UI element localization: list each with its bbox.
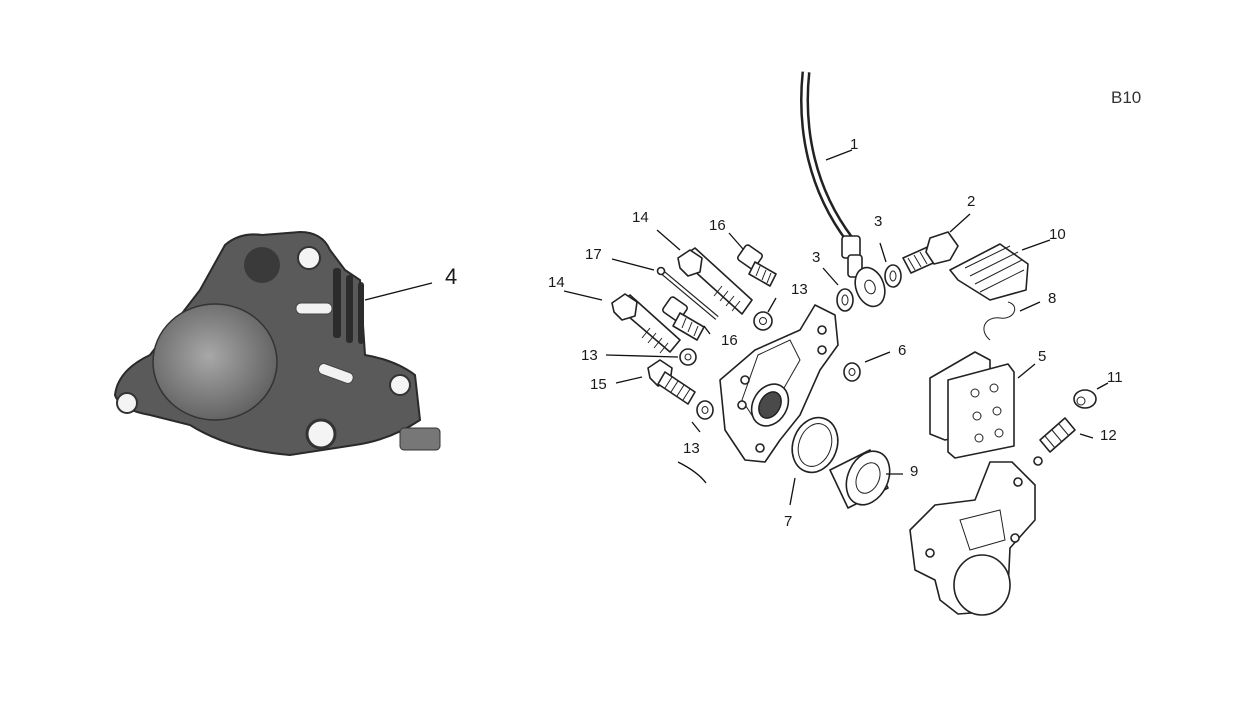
pin-17 xyxy=(656,266,719,320)
label-16-bottom: 16 xyxy=(721,332,738,349)
label-6: 6 xyxy=(898,342,906,359)
washer-13a xyxy=(753,311,773,331)
label-4: 4 xyxy=(445,264,457,289)
washer-3b xyxy=(884,264,902,288)
washer-13c xyxy=(696,400,714,420)
piston-seal xyxy=(791,416,839,474)
label-17: 17 xyxy=(585,246,602,263)
banjo-bolt xyxy=(902,231,959,274)
label-2: 2 xyxy=(967,193,975,210)
bolt-16b xyxy=(662,296,705,341)
brake-hose xyxy=(800,71,886,308)
label-13-mid: 13 xyxy=(581,347,598,364)
label-16-top: 16 xyxy=(709,217,726,234)
spring-clip xyxy=(983,301,1016,341)
bolt-15 xyxy=(647,359,696,405)
washer-3a xyxy=(836,288,854,312)
caliper-half-outer xyxy=(909,461,1036,616)
label-14-left: 14 xyxy=(548,274,565,291)
label-10: 10 xyxy=(1049,226,1066,243)
label-12: 12 xyxy=(1100,427,1117,444)
washer-13b xyxy=(679,348,697,366)
label-7: 7 xyxy=(784,513,792,530)
piston xyxy=(829,449,891,509)
brake-pads xyxy=(929,351,1015,459)
label-3-right: 3 xyxy=(874,213,882,230)
washer-6 xyxy=(843,362,861,382)
label-1: 1 xyxy=(850,136,858,153)
bolt-16a xyxy=(737,244,777,287)
bleed-nipple xyxy=(1033,417,1076,466)
label-11: 11 xyxy=(1107,369,1123,386)
label-8: 8 xyxy=(1048,290,1056,307)
caliper-photo xyxy=(113,230,441,457)
label-13-bottom: 13 xyxy=(683,440,700,457)
label-3-left: 3 xyxy=(812,249,820,266)
leader-lines xyxy=(364,149,1109,506)
label-5: 5 xyxy=(1038,348,1046,365)
part-labels: 4 1 2 3 3 10 8 6 5 11 12 9 7 14 16 17 14… xyxy=(445,136,1123,530)
label-14-top: 14 xyxy=(632,209,649,226)
caliper-half-inner xyxy=(719,304,839,463)
label-13-top: 13 xyxy=(791,281,808,298)
label-9: 9 xyxy=(910,463,918,480)
bolt-14a xyxy=(677,247,753,315)
bolt-14b xyxy=(611,293,681,354)
pad-spring xyxy=(949,243,1029,301)
label-15: 15 xyxy=(590,376,607,393)
hose-fragment xyxy=(677,461,707,484)
diagram-code: B10 xyxy=(1111,88,1141,107)
